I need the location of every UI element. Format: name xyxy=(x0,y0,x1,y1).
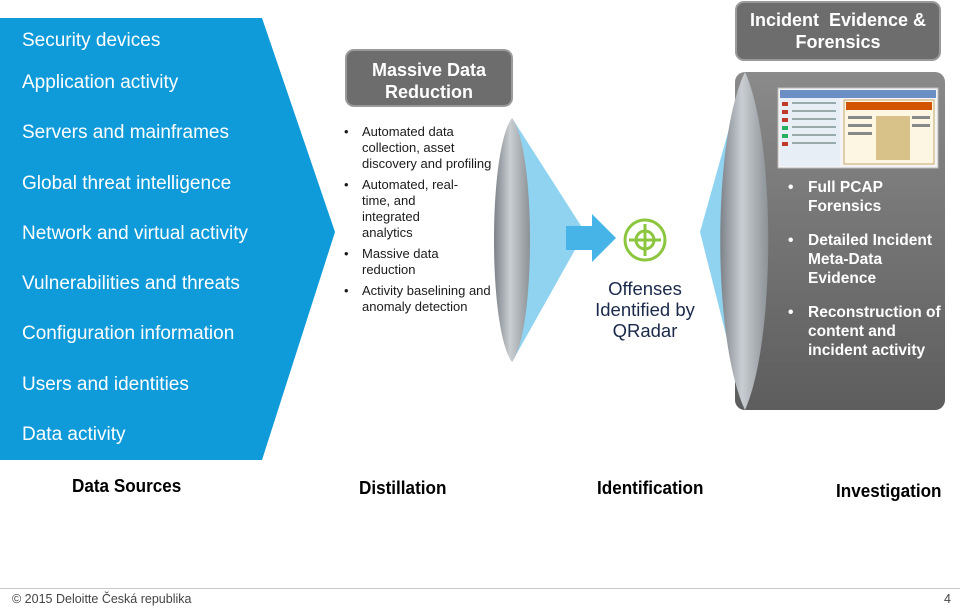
stage-label-investigation: Investigation xyxy=(836,481,942,501)
footer-copyright: © 2015 Deloitte Česká republika xyxy=(12,592,192,606)
distillation-lens xyxy=(494,118,530,362)
footer-divider xyxy=(0,588,960,589)
stage-label-data-sources: Data Sources xyxy=(72,476,182,496)
investigation-bullets: Full PCAP Forensics Detailed Incident Me… xyxy=(786,178,956,375)
distillation-bullet: Massive data reduction xyxy=(340,246,500,278)
distillation-light-cone xyxy=(512,118,585,362)
stage-label-distillation: Distillation xyxy=(359,478,447,498)
investigation-bullet: Reconstruction of content and incident a… xyxy=(786,303,956,360)
source-item: Network and virtual activity xyxy=(22,223,248,244)
forensics-screenshot xyxy=(777,87,939,169)
distillation-bullet: Automated, real-time, and integrated ana… xyxy=(340,177,500,241)
data-sources-funnel xyxy=(0,18,335,460)
source-item: Servers and mainframes xyxy=(22,122,229,143)
source-item: Security devices xyxy=(22,30,161,51)
crosshair-target-icon xyxy=(623,218,667,262)
page-number: 4 xyxy=(944,592,951,606)
investigation-badge-line: Forensics xyxy=(795,32,881,52)
source-item: Users and identities xyxy=(22,374,189,395)
distillation-badge-line: Reduction xyxy=(385,82,473,102)
distillation-bullets: Automated data collection, asset discove… xyxy=(340,124,500,320)
investigation-lens xyxy=(720,72,769,410)
source-item: Configuration information xyxy=(22,323,235,344)
distillation-badge-bg xyxy=(345,49,513,107)
source-item: Global threat intelligence xyxy=(22,173,232,194)
investigation-badge-bg xyxy=(735,1,941,61)
distillation-badge-line: Massive Data xyxy=(371,60,487,80)
source-item: Application activity xyxy=(22,72,179,93)
flow-arrow xyxy=(566,214,616,262)
investigation-badge: Incident Evidence & Forensics xyxy=(736,9,940,53)
investigation-bullet: Full PCAP Forensics xyxy=(786,178,956,216)
investigation-badge-line: Incident Evidence & xyxy=(749,10,927,30)
investigation-bullet: Detailed Incident Meta-Data Evidence xyxy=(786,231,956,288)
stage-label-identification: Identification xyxy=(597,478,704,498)
offenses-identified-text: Offenses Identified by QRadar xyxy=(595,278,695,341)
distillation-bullet: Automated data collection, asset discove… xyxy=(340,124,500,172)
source-item: Vulnerabilities and threats xyxy=(22,273,240,294)
source-item: Data activity xyxy=(22,424,126,445)
distillation-badge: Massive Data Reduction xyxy=(346,59,512,103)
distillation-bullet: Activity baselining and anomaly detectio… xyxy=(340,283,500,315)
